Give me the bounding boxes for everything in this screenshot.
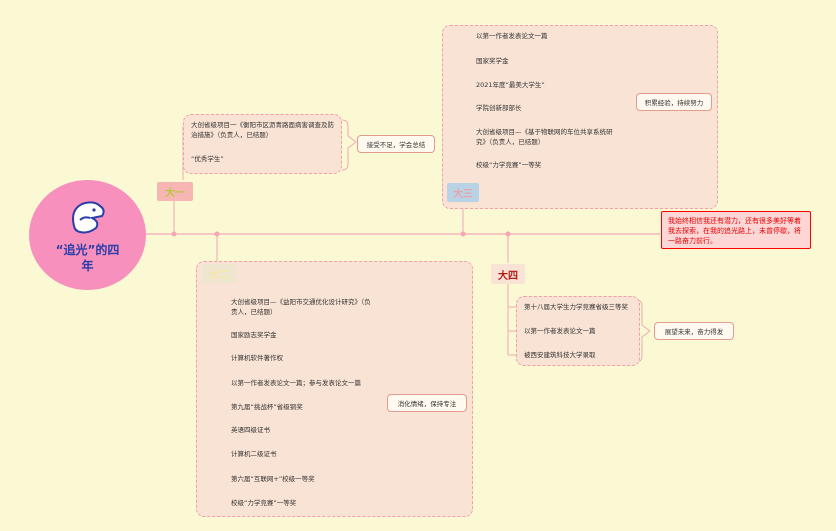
year1-item-0[interactable]: 大创省级项目一《衡阳市区沥青路面病害调查及防治措施》（负责人，已结题） [191, 121, 334, 139]
year4-item-0[interactable]: 第十八届大学生力学竞赛省级三等奖 [524, 303, 628, 311]
year2-item-8[interactable]: 校级“力学竞赛”一等奖 [231, 499, 297, 507]
year3-item-5[interactable]: 校级“力学竞赛”一等奖 [476, 161, 542, 169]
year3-item-2[interactable]: 2021年度“最美大学生” [476, 81, 545, 89]
year4-tag[interactable]: 大四 [491, 264, 525, 284]
year1-tag[interactable]: 大一 [157, 182, 193, 201]
year2-item-4[interactable]: 第九届“挑战杯”省级铜奖 [231, 403, 303, 411]
year2-item-0[interactable]: 大创省级项目—《益阳市交通优化设计研究》（负责人，已结题） [231, 298, 371, 316]
year4-summary[interactable]: 展望未来，奋力得发 [654, 322, 734, 340]
year2-tag[interactable]: 大二 [202, 264, 236, 283]
year2-item-3[interactable]: 以第一作者发表论文一篇；参与发表论文一篇 [231, 379, 361, 387]
central-title: “追光”的四年 [55, 243, 120, 273]
year1-items-box [183, 114, 342, 174]
central-topic[interactable]: “追光”的四年 [29, 180, 146, 290]
year4-item-1[interactable]: 以第一作者发表论文一篇 [524, 327, 596, 335]
year1-summary[interactable]: 接受不足，学会总结 [357, 135, 435, 153]
year3-item-0[interactable]: 以第一作者发表论文一篇 [476, 32, 548, 40]
year2-item-1[interactable]: 国家励志奖学金 [231, 331, 277, 339]
year2-item-5[interactable]: 英语四级证书 [231, 426, 270, 434]
year4-items-box [516, 296, 640, 366]
year3-item-4[interactable]: 大创省级项目—《基于物联网的车位共享系统研究》（负责人，已结题） [476, 128, 613, 146]
year2-item-2[interactable]: 计算机软件著作权 [231, 354, 283, 362]
year3-items-box [442, 25, 718, 209]
year2-item-7[interactable]: 第六届“互联网+”校级一等奖 [231, 475, 315, 483]
motivation-note[interactable]: 我始终相信我还有潜力，还有很多美好等着我去探索，在我的追光路上，未曾停歇，将一路… [661, 211, 811, 249]
year2-summary[interactable]: 消化情绪，保持专注 [387, 394, 467, 412]
hand-bird-icon [71, 201, 105, 234]
year4-item-2[interactable]: 被西安建筑科技大学录取 [524, 351, 596, 359]
year3-item-3[interactable]: 学院创新部部长 [476, 104, 522, 112]
year2-item-6[interactable]: 计算机二级证书 [231, 450, 277, 458]
year3-item-1[interactable]: 国家奖学金 [476, 57, 509, 65]
year3-summary[interactable]: 积累经验，持续努力 [636, 93, 712, 111]
year3-tag[interactable]: 大三 [447, 183, 479, 202]
year1-item-1[interactable]: “优秀学生” [191, 155, 224, 163]
year2-items-box [196, 261, 473, 517]
